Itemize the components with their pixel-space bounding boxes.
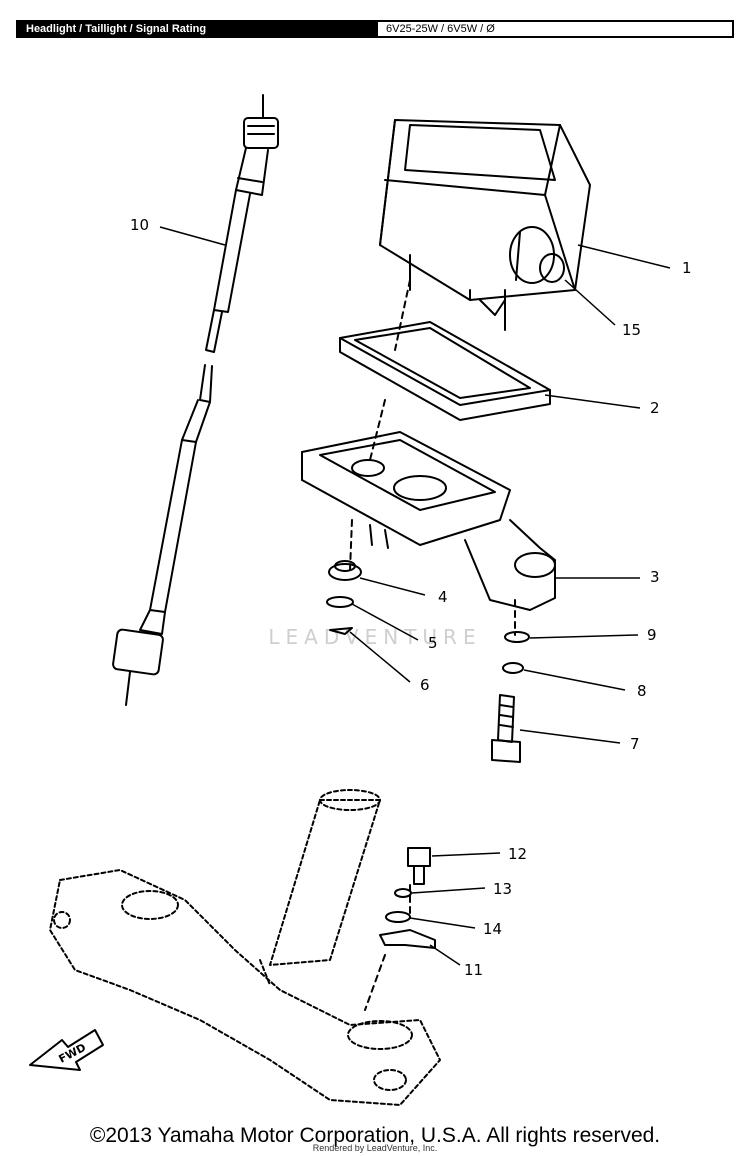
callout-14: 14	[483, 920, 502, 938]
part-8-lock-washer	[502, 662, 524, 674]
callout-10: 10	[130, 216, 149, 234]
fwd-arrow-icon: FWD	[29, 1029, 104, 1071]
part-15-reset-knob	[509, 226, 565, 284]
part-3-bracket	[301, 431, 556, 611]
leader-lines	[159, 226, 671, 966]
callout-9: 9	[647, 626, 657, 644]
header-bar: Headlight / Taillight / Signal Rating 6V…	[16, 20, 734, 38]
part-11-bracket	[379, 929, 436, 949]
callout-8: 8	[637, 682, 647, 700]
part-12-bolt	[407, 847, 431, 885]
callout-5: 5	[428, 634, 438, 652]
part-2-gasket	[339, 321, 551, 421]
callout-11: 11	[464, 961, 483, 979]
part-4-grommet	[328, 560, 362, 581]
header-title: Headlight / Taillight / Signal Rating	[18, 22, 378, 36]
callout-6: 6	[420, 676, 430, 694]
copyright-notice: ©2013 Yamaha Motor Corporation, U.S.A. A…	[89, 1124, 661, 1147]
watermark: LEADVENTURE	[268, 625, 482, 649]
callout-7: 7	[630, 735, 640, 753]
callout-2: 2	[650, 399, 660, 417]
part-9-washer	[504, 631, 530, 643]
steering-crown	[49, 789, 441, 1106]
part-6-clip	[329, 627, 353, 635]
callout-15: 15	[622, 321, 641, 339]
part-10-cable	[112, 94, 279, 706]
part-13-washer	[394, 888, 412, 898]
callout-4: 4	[438, 588, 448, 606]
callout-13: 13	[493, 880, 512, 898]
callout-12: 12	[508, 845, 527, 863]
callout-1: 1	[682, 259, 692, 277]
header-rating: 6V25-25W / 6V5W / Ø	[386, 23, 495, 35]
part-1-meter-housing	[379, 119, 591, 331]
part-7-bolt	[491, 694, 521, 763]
callout-labels: 10 1 15 2 3 4 5 6 9 8 7 12 13 14 11	[130, 216, 692, 979]
rendered-by: Rendered by LeadVenture, Inc.	[312, 1143, 438, 1153]
callout-3: 3	[650, 568, 660, 586]
part-14-washer	[385, 911, 411, 923]
part-5-washer	[326, 596, 354, 608]
